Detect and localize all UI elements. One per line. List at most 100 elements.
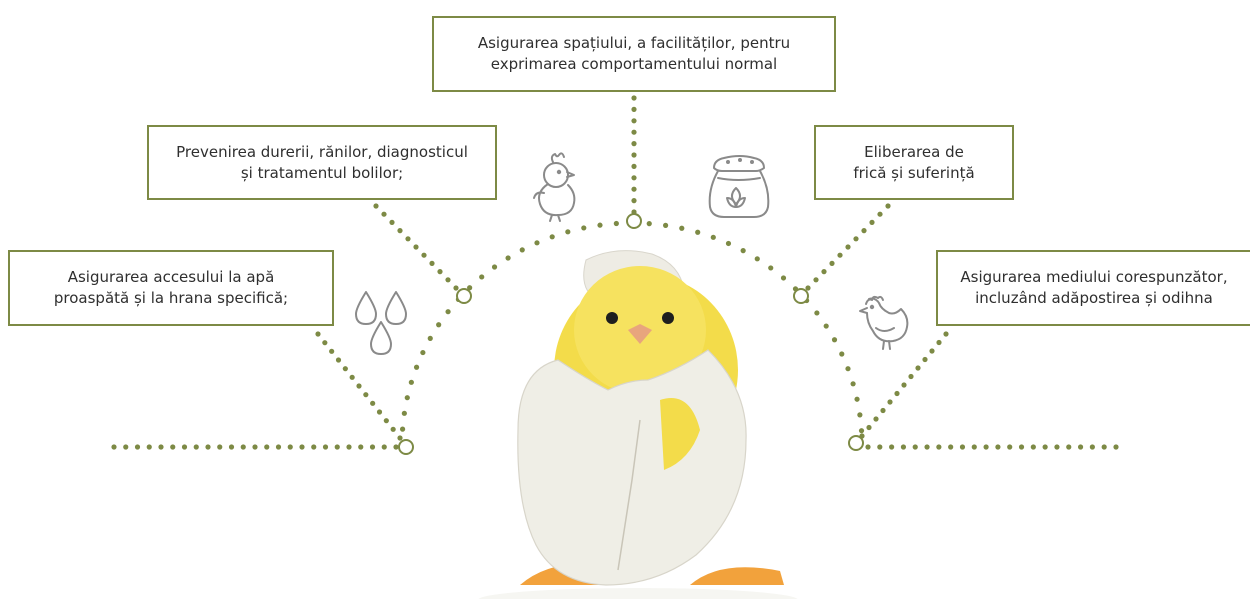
baseline-dot — [158, 444, 164, 450]
baseline-dot — [252, 444, 258, 450]
connector-dot — [370, 400, 376, 406]
baseline-dot — [358, 444, 364, 450]
box-lower-right-line1: Asigurarea mediului corespunzător, — [960, 268, 1228, 286]
box-upper-left-line1: Prevenirea durerii, rănilor, diagnosticu… — [176, 142, 468, 161]
baseline-dot — [381, 444, 387, 450]
box-lower-right: Asigurarea mediului corespunzător, inclu… — [936, 250, 1250, 326]
arc-dot — [831, 337, 838, 343]
connector-dot — [322, 340, 328, 346]
baseline-dot — [877, 444, 883, 450]
connector-dot — [908, 373, 914, 380]
box-top-line1: Asigurarea spațiului, a facilităților, p… — [477, 34, 791, 52]
connector-dot — [315, 331, 321, 337]
connector-dot — [421, 252, 427, 258]
arc-dot — [740, 248, 746, 254]
connector-dot — [631, 106, 637, 112]
arc-dot — [427, 335, 433, 341]
baseline-dot — [134, 444, 141, 450]
connector-dot — [437, 269, 443, 275]
node-top — [626, 213, 642, 229]
arc-dot — [534, 240, 540, 246]
connector-dot — [915, 365, 921, 371]
baseline-dot — [264, 444, 270, 450]
connector-dot — [397, 228, 403, 234]
node-right-base — [848, 435, 864, 451]
arc-dot — [413, 364, 420, 370]
node-left-base — [398, 439, 414, 455]
arc-dot — [780, 275, 787, 281]
dotted-baselines — [111, 444, 1119, 450]
hen-icon — [859, 295, 909, 350]
connector-dot — [349, 374, 355, 380]
baseline-dot — [1089, 444, 1095, 450]
baseline-dot — [311, 444, 317, 450]
baseline-dot — [1042, 444, 1048, 450]
connector-dot — [381, 211, 387, 217]
baseline-dot — [936, 444, 942, 450]
connector-dot — [861, 228, 867, 234]
connector-dot — [356, 383, 362, 389]
baseline-dot — [889, 444, 895, 450]
arc-dot — [854, 396, 860, 402]
arc-dot — [823, 323, 829, 329]
baseline-dot — [299, 444, 305, 450]
connector-dot — [389, 219, 395, 225]
connector-dot — [373, 203, 379, 209]
connector-dot — [853, 236, 859, 242]
baseline-dot — [369, 444, 376, 450]
connector-dot — [829, 260, 835, 266]
connector-dot — [453, 285, 459, 291]
connector-dot — [445, 277, 451, 283]
connector-dot — [929, 348, 935, 354]
arc-dot — [839, 351, 845, 357]
baseline-dot — [983, 444, 989, 450]
connector-dot — [390, 426, 396, 432]
connector-dot — [936, 339, 942, 346]
baseline-dot — [334, 444, 340, 450]
connector-dot — [631, 118, 637, 124]
arc-dot — [436, 322, 442, 328]
connector-dot — [887, 399, 893, 405]
arc-dot — [399, 426, 406, 432]
arc-dot — [850, 381, 856, 387]
connector-dot — [894, 390, 900, 397]
arc-dot — [445, 309, 451, 315]
arc-dot — [858, 428, 865, 434]
connector-dot — [943, 331, 949, 337]
arc-dot — [404, 395, 410, 401]
connector-dot — [329, 348, 335, 354]
arc-dot — [613, 220, 619, 227]
arc-dot — [420, 349, 426, 356]
baseline-dot — [123, 444, 129, 450]
connector-dot — [631, 163, 637, 169]
baseline-dot — [1018, 444, 1025, 450]
baseline-dot — [900, 444, 907, 450]
dotted-arc — [399, 220, 865, 448]
connector-dot — [631, 175, 637, 181]
connector-dot — [429, 260, 435, 266]
hatching-chick-image — [478, 250, 798, 599]
arc-dot — [519, 247, 525, 253]
box-upper-left: Prevenirea durerii, rănilor, diagnosticu… — [147, 125, 497, 200]
connector-dot — [866, 424, 872, 431]
arc-dot — [857, 412, 863, 418]
arc-dot — [581, 225, 587, 231]
connector-dot — [922, 356, 928, 363]
connector-dot — [413, 244, 419, 250]
connector-dot — [631, 141, 637, 147]
baseline-dot — [1030, 444, 1036, 450]
baseline-dot — [948, 444, 954, 450]
connector-dot — [397, 435, 403, 441]
baseline-dot — [170, 444, 176, 450]
baseline-dot — [111, 444, 117, 450]
baseline-dot — [865, 444, 871, 450]
baseline-dot — [1054, 444, 1060, 450]
baseline-dot — [181, 444, 188, 450]
arc-dot — [549, 234, 555, 240]
baseline-dot — [971, 444, 977, 450]
box-lower-left: Asigurarea accesului la apă proaspătă și… — [8, 250, 334, 326]
arc-dot — [401, 410, 407, 416]
connector-dot — [805, 285, 811, 291]
baseline-dot — [924, 444, 930, 450]
